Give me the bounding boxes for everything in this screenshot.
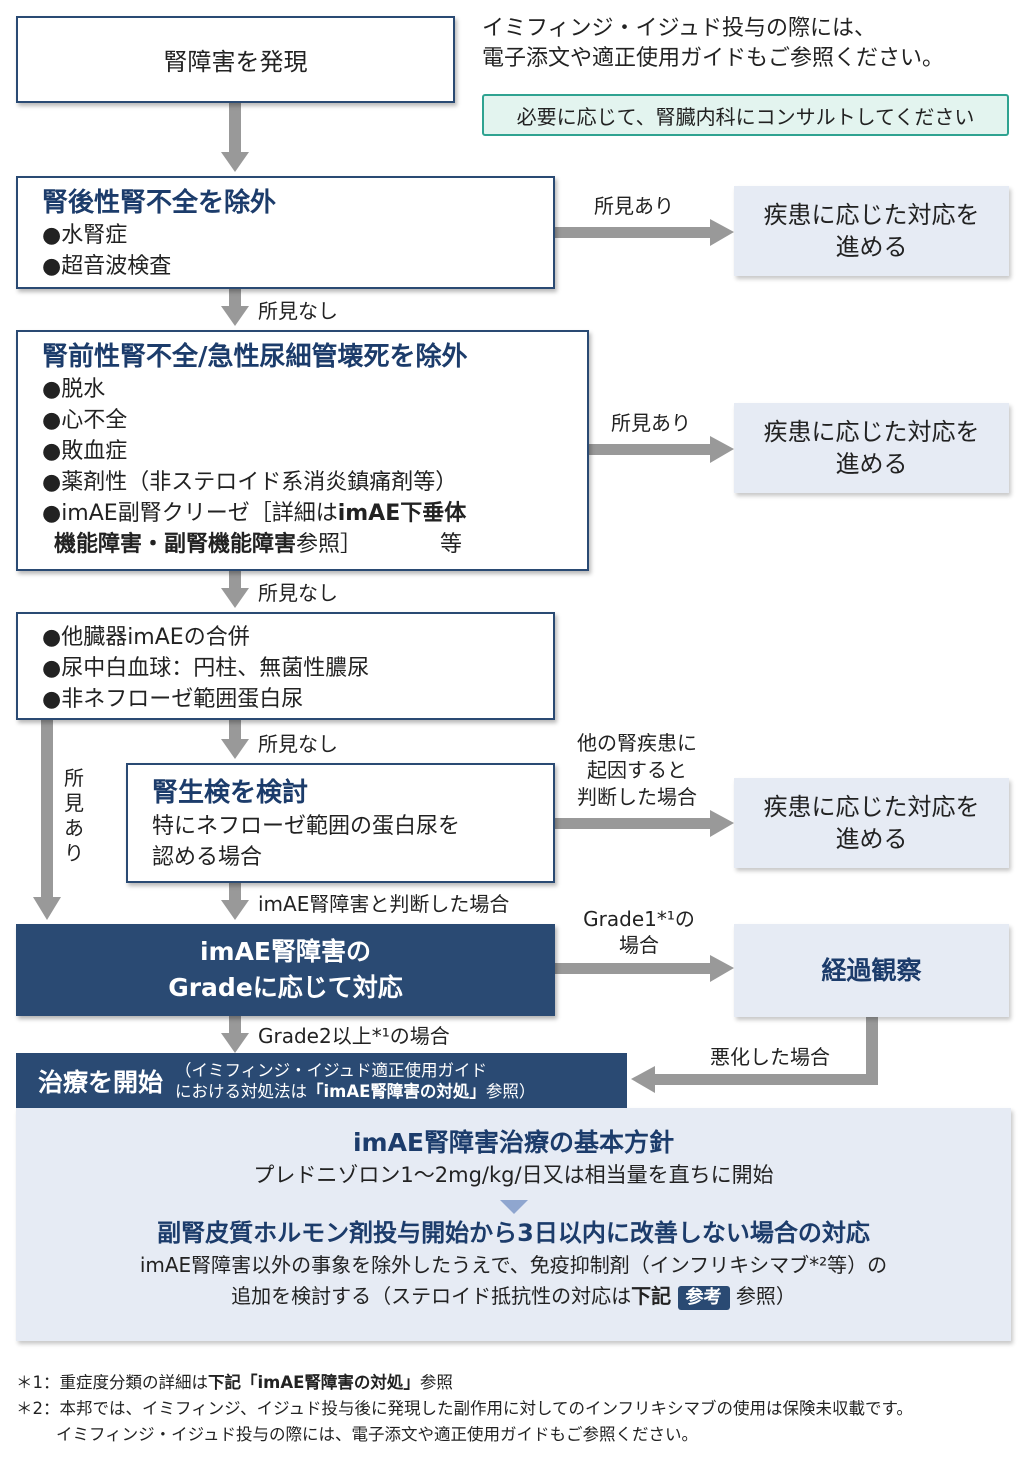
vertical-char: 所 xyxy=(64,766,84,790)
sub-title: 副腎皮質ホルモン剤投与開始から3日以内に改善しない場合の対応 xyxy=(157,1219,870,1247)
grade-box: imAE腎障害の Gradeに応じて対応 xyxy=(16,924,555,1016)
outcome-box: 疾患に応じた対応を 進める xyxy=(734,186,1009,276)
outcome-box: 疾患に応じた対応を 進める xyxy=(734,778,1009,868)
step3-item: ●非ネフローゼ範囲蛋白尿 xyxy=(42,687,304,712)
start-box: 腎障害を発現 xyxy=(16,16,455,103)
step2-item: ●薬剤性（非ステロイド系消炎鎮痛剤等） xyxy=(42,470,458,495)
observe-label: 経過観察 xyxy=(821,955,922,985)
step3-item: ●尿中白血球：円柱、無菌性膿尿 xyxy=(42,656,370,681)
label-other-kidney: 他の腎疾患に 起因すると 判断した場合 xyxy=(562,730,712,811)
step4-title: 腎生検を検討 xyxy=(152,778,309,808)
note-text: イミフィンジ・イジュド投与の際には、 電子添文や適正使用ガイドもご参照ください。 xyxy=(482,14,1022,74)
step2-item5-d: 参照］ xyxy=(296,532,363,557)
step4-box: 腎生検を検討 特にネフローゼ範囲の蛋白尿を 認める場合 xyxy=(126,763,555,883)
label-finding-yes-vertical: 所 見 あ り xyxy=(62,766,86,866)
step2-item5-b: imAE下垂体 xyxy=(337,501,467,526)
treatment-note: （イミフィンジ・イジュド適正使用ガイド における対処法は「imAE腎障害の対処」… xyxy=(175,1060,535,1102)
step2-box: 腎前性腎不全/急性尿細管壊死を除外 ●脱水 ●心不全 ●敗血症 ●薬剤性（非ステ… xyxy=(16,330,589,571)
grade1-line: 場合 xyxy=(619,933,659,957)
policy-text: プレドニゾロン1〜2mg/kg/日又は相当量を直ちに開始 xyxy=(253,1163,774,1187)
vertical-char: あ xyxy=(64,816,84,840)
label-finding-no: 所見なし xyxy=(258,581,338,605)
treatment-title: 治療を開始 xyxy=(38,1067,164,1097)
step2-item-5: ●imAE副腎クリーゼ［詳細はimAE下垂体 xyxy=(42,498,587,529)
step2-item: ●心不全 xyxy=(42,408,128,433)
other-kidney-line: 他の腎疾患に xyxy=(577,731,697,755)
step4-line: 特にネフローゼ範囲の蛋白尿を xyxy=(152,814,461,839)
label-grade2: Grade2以上*¹の場合 xyxy=(258,1024,450,1048)
footnote-1: ＊1：重症度分類の詳細は下記「imAE腎障害の対処」参照 xyxy=(16,1370,1026,1396)
step3-item: ●他臓器imAEの合併 xyxy=(42,625,250,650)
reference-badge: 参考 xyxy=(677,1285,730,1310)
footnotes: ＊1：重症度分類の詳細は下記「imAE腎障害の対処」参照 ＊2：本邦では、イミフ… xyxy=(16,1370,1026,1448)
start-label: 腎障害を発現 xyxy=(163,48,308,76)
step2-title: 腎前性腎不全/急性尿細管壊死を除外 xyxy=(42,342,468,372)
step2-item: ●脱水 xyxy=(42,377,106,402)
step2-item-5-cont: 機能障害・副腎機能障害参照］ 等 xyxy=(42,529,587,560)
vertical-char: 見 xyxy=(64,791,84,815)
treatment-note2c: 参照） xyxy=(485,1081,536,1101)
outcome-line-1: 疾患に応じた対応を xyxy=(763,201,980,229)
label-imae-judged: imAE腎障害と判断した場合 xyxy=(258,892,510,916)
footnote-3: イミフィンジ・イジュド投与の際には、電子添文や適正使用ガイドもご参照ください。 xyxy=(56,1425,699,1444)
note-line-1: イミフィンジ・イジュド投与の際には、 xyxy=(482,16,877,41)
observe-box: 経過観察 xyxy=(734,924,1009,1017)
grade-line-1: imAE腎障害の xyxy=(199,937,372,966)
footnote-1c: 参照 xyxy=(419,1373,453,1392)
step2-item5-a: ●imAE副腎クリーゼ［詳細は xyxy=(42,501,338,526)
footnote-1a: ＊1：重症度分類の詳細は xyxy=(16,1373,208,1392)
treatment-header: 治療を開始 （イミフィンジ・イジュド適正使用ガイド における対処法は「imAE腎… xyxy=(16,1053,627,1108)
label-finding-no: 所見なし xyxy=(258,732,338,756)
policy-title: imAE腎障害治療の基本方針 xyxy=(352,1128,675,1157)
footnote-2: ＊2：本邦では、イミフィンジ、イジュド投与後に発現した副作用に対してのインフリキ… xyxy=(16,1399,913,1418)
step1-box: 腎後性腎不全を除外 ●水腎症 ●超音波検査 xyxy=(16,176,555,289)
step2-item: ●敗血症 xyxy=(42,439,128,464)
label-finding-yes: 所見あり xyxy=(611,411,691,435)
other-kidney-line: 起因すると xyxy=(587,758,687,782)
step1-item: ●超音波検査 xyxy=(42,254,172,279)
step1-title: 腎後性腎不全を除外 xyxy=(42,188,277,218)
step2-item5-e: 等 xyxy=(440,532,463,557)
sub-text-2: 追加を検討する（ステロイド抵抗性の対応は下記 参考 参照） xyxy=(16,1281,1011,1312)
step4-line: 認める場合 xyxy=(152,845,263,870)
sub-text-1: imAE腎障害以外の事象を除外したうえで、免疫抑制剤（インフリキシマブ*²等）の xyxy=(139,1253,888,1277)
treatment-note-line1: （イミフィンジ・イジュド適正使用ガイド xyxy=(175,1060,488,1080)
treatment-note2a: における対処法は xyxy=(175,1081,308,1101)
label-worsened: 悪化した場合 xyxy=(710,1045,830,1069)
outcome-line-1: 疾患に応じた対応を xyxy=(763,793,980,821)
sub-text2a: 追加を検討する（ステロイド抵抗性の対応は xyxy=(231,1284,632,1308)
outcome-line-1: 疾患に応じた対応を xyxy=(763,418,980,446)
treatment-body: imAE腎障害治療の基本方針 プレドニゾロン1〜2mg/kg/日又は相当量を直ち… xyxy=(16,1108,1011,1341)
treatment-note-line2: における対処法は「imAE腎障害の対処」参照） xyxy=(175,1081,535,1102)
label-finding-yes: 所見あり xyxy=(594,194,674,218)
note-line-2: 電子添文や適正使用ガイドもご参照ください。 xyxy=(482,46,945,71)
outcome-line-2: 進める xyxy=(835,450,908,478)
outcome-line-2: 進める xyxy=(835,825,908,853)
outcome-box: 疾患に応じた対応を 進める xyxy=(734,403,1009,493)
consult-text: 必要に応じて、腎臓内科にコンサルトしてください xyxy=(516,104,975,129)
label-finding-no: 所見なし xyxy=(258,299,338,323)
step3-box: ●他臓器imAEの合併 ●尿中白血球：円柱、無菌性膿尿 ●非ネフローゼ範囲蛋白尿 xyxy=(16,612,555,720)
down-triangle xyxy=(499,1200,528,1214)
grade1-line: Grade1*¹の xyxy=(583,907,695,931)
other-kidney-line: 判断した場合 xyxy=(577,785,697,809)
consult-note: 必要に応じて、腎臓内科にコンサルトしてください xyxy=(482,94,1009,136)
sub-text2c: 参照） xyxy=(735,1284,796,1308)
sub-text2b: 下記 xyxy=(631,1284,672,1308)
label-grade1: Grade1*¹の 場合 xyxy=(568,906,710,958)
vertical-char: り xyxy=(64,841,84,865)
grade-line-2: Gradeに応じて対応 xyxy=(168,973,403,1002)
treatment-note2b: 「imAE腎障害の対処」 xyxy=(307,1081,486,1101)
step2-item5-c: 機能障害・副腎機能障害 xyxy=(54,532,297,557)
footnote-1b: 下記「imAE腎障害の対処」 xyxy=(208,1373,420,1392)
outcome-line-2: 進める xyxy=(835,233,908,261)
step1-item: ●水腎症 xyxy=(42,223,128,248)
